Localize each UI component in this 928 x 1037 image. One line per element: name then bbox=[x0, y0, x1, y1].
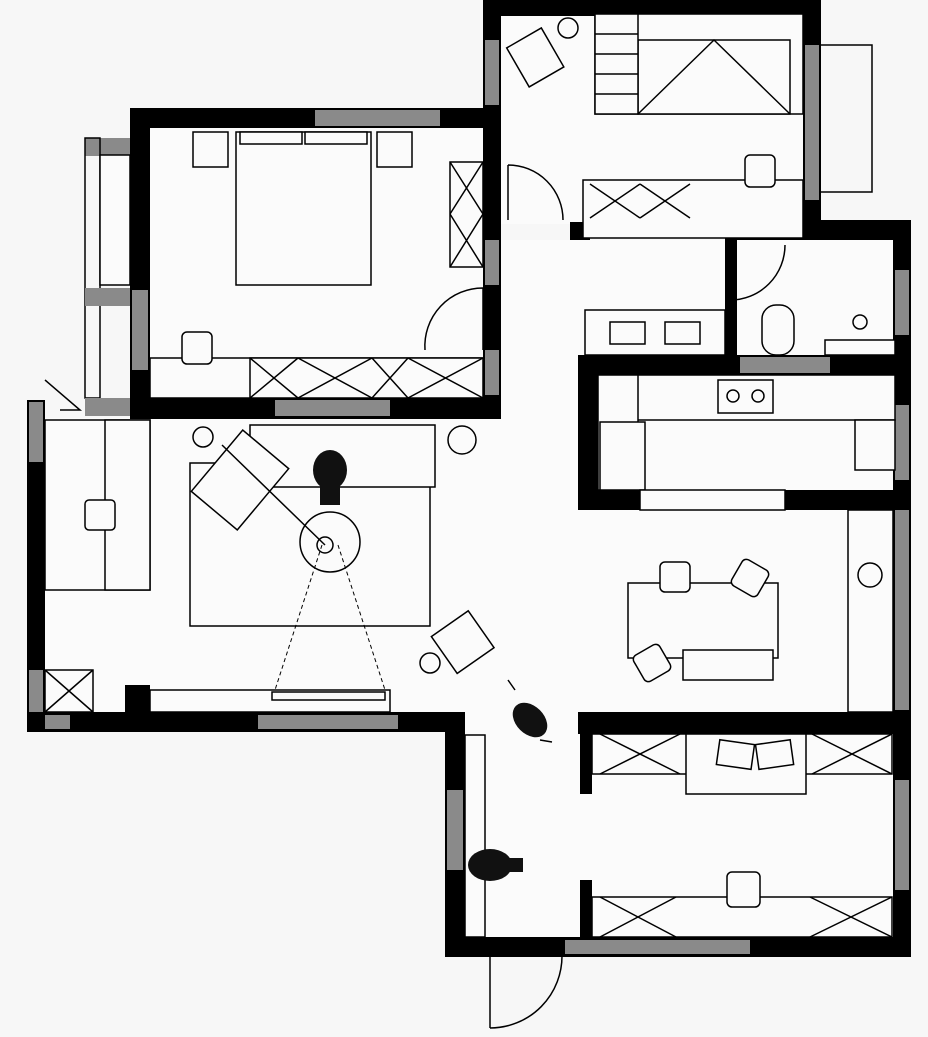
balcony-door bbox=[44, 379, 83, 411]
wardrobe bbox=[449, 161, 484, 268]
chair bbox=[726, 871, 761, 908]
chair bbox=[659, 561, 691, 593]
fridge bbox=[854, 419, 896, 471]
vanity bbox=[584, 309, 726, 356]
coffee-table bbox=[299, 511, 361, 573]
person-figure bbox=[468, 849, 512, 881]
nightstand bbox=[192, 131, 229, 168]
side-table bbox=[192, 426, 214, 448]
furniture bbox=[44, 13, 896, 938]
armchair bbox=[430, 609, 496, 675]
shelf bbox=[824, 339, 896, 356]
doors bbox=[44, 164, 786, 1029]
chair bbox=[181, 331, 213, 365]
entrance-door bbox=[489, 954, 563, 1029]
door-bathroom bbox=[729, 244, 786, 301]
person-figure bbox=[512, 702, 548, 738]
side-table bbox=[447, 425, 477, 455]
bed-master bbox=[235, 131, 372, 286]
armchair bbox=[505, 26, 565, 88]
chair bbox=[84, 499, 116, 531]
nightstand bbox=[376, 131, 413, 168]
toilet bbox=[761, 304, 795, 356]
annex-cabinet bbox=[99, 154, 131, 286]
chair bbox=[730, 558, 770, 598]
chair bbox=[744, 154, 776, 188]
people-figures bbox=[313, 450, 553, 881]
door-top-bedroom bbox=[507, 164, 564, 221]
wardrobe bbox=[582, 179, 804, 239]
stove bbox=[717, 379, 774, 414]
side-cabinet bbox=[847, 509, 894, 713]
chair bbox=[632, 643, 672, 683]
sink bbox=[599, 421, 646, 491]
sofa-chaise bbox=[190, 429, 290, 531]
door-master-bedroom bbox=[424, 287, 484, 351]
